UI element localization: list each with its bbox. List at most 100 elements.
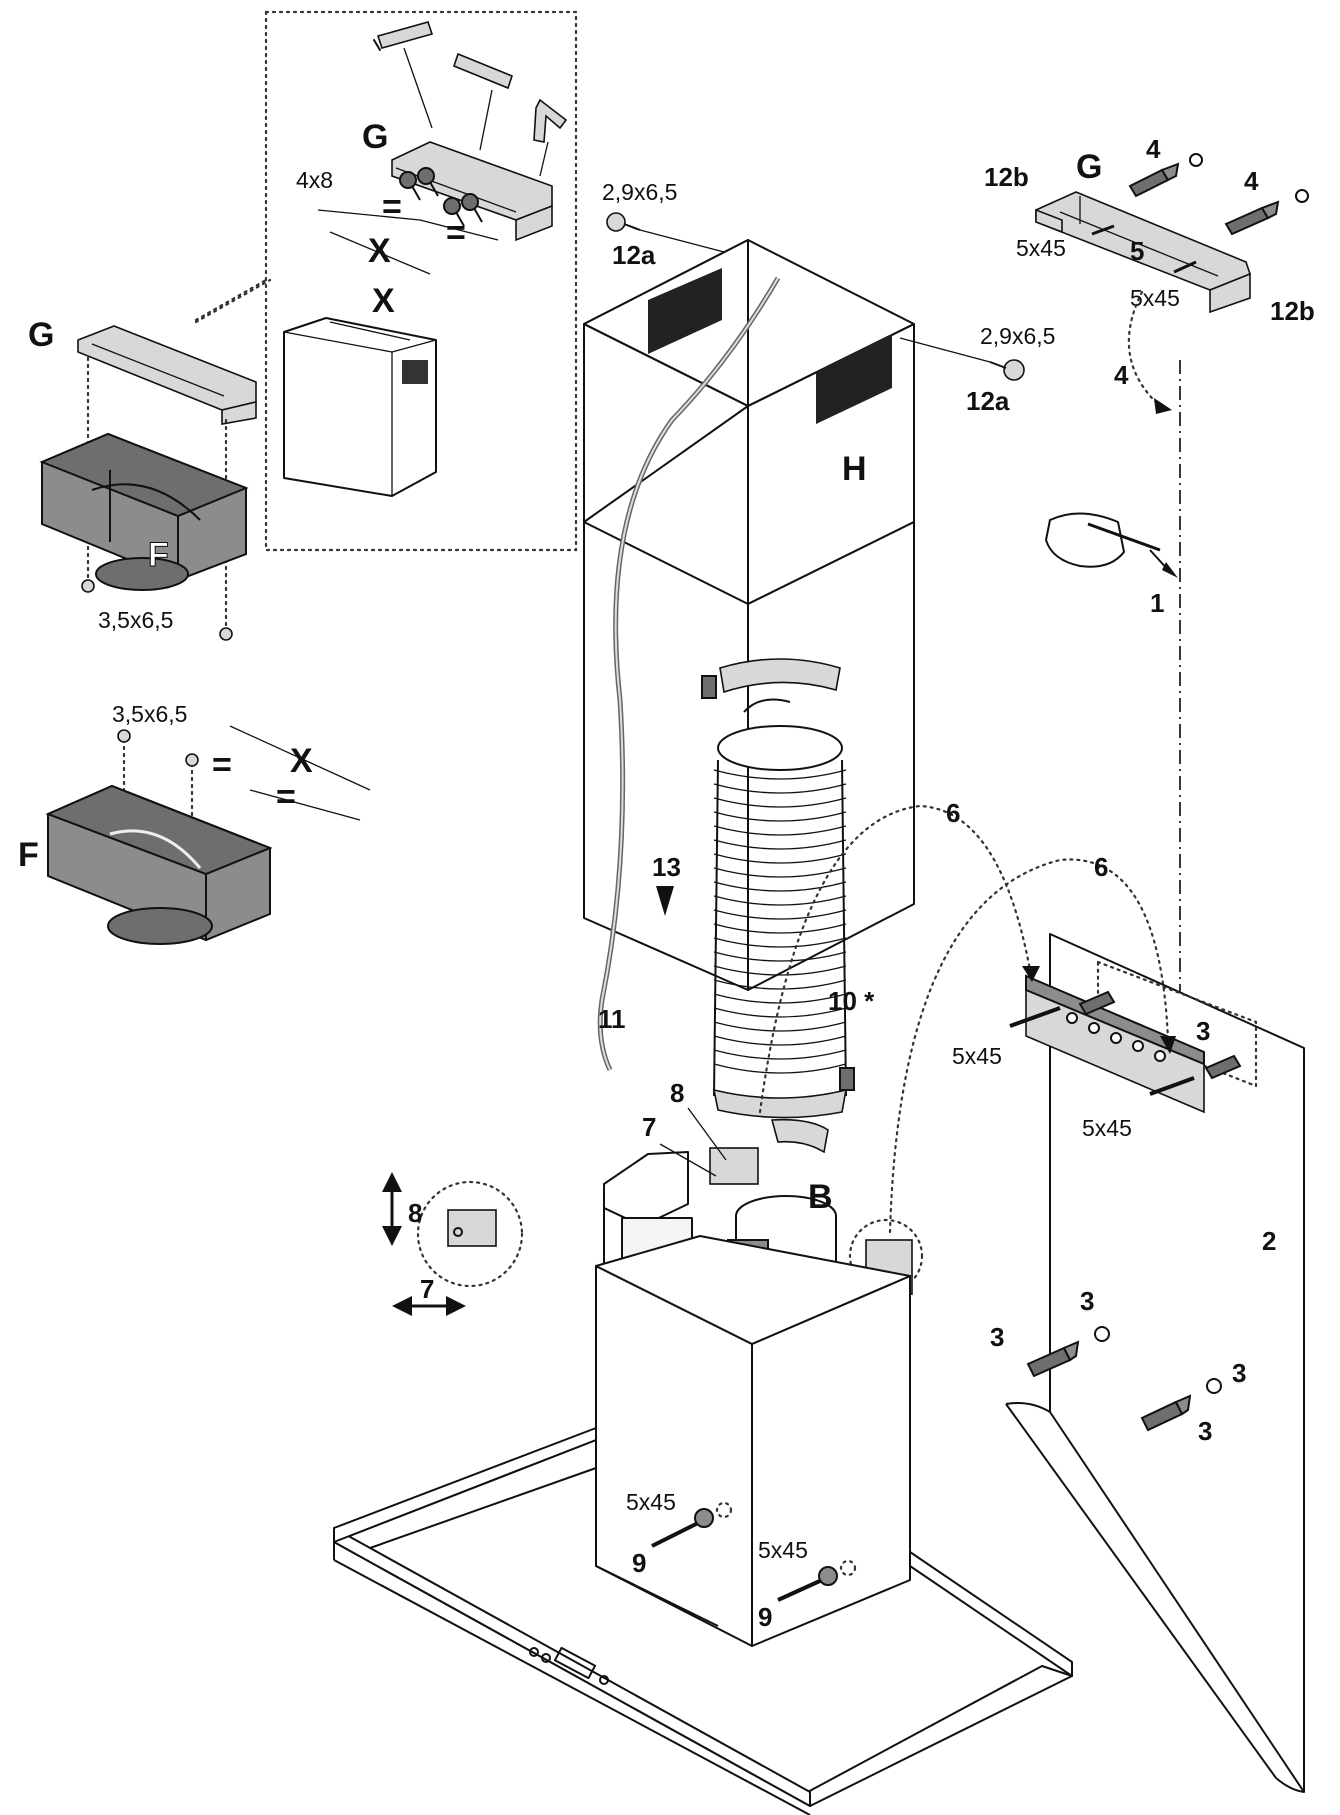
- screw-icon: [399, 167, 483, 227]
- dim-3,5x6,5: 3,5x6,5: [98, 607, 173, 633]
- wall-bracket: 5x45 5x45 3: [952, 974, 1242, 1141]
- dim-5x45: 5x45: [952, 1043, 1002, 1069]
- label-G: G: [362, 118, 388, 156]
- duct-rib: [713, 895, 847, 906]
- dim-2,9x6,5: 2,9x6,5: [602, 179, 677, 205]
- hood-body: 5x45 9 5x45 9: [595, 1235, 911, 1647]
- duct-rib: [713, 1063, 847, 1074]
- label-1: 1: [1150, 588, 1164, 618]
- chimney-cover-small: X: [283, 282, 437, 497]
- screw-12a-left: 2,9x6,5 12a: [602, 179, 725, 270]
- label-X: X: [368, 232, 391, 270]
- label-G: G: [1076, 148, 1102, 186]
- wall-plug-icon: [1078, 990, 1242, 1080]
- bolt-icon: [651, 1501, 857, 1602]
- vent-grille-icon: [648, 268, 892, 424]
- duct-rib: [713, 979, 847, 990]
- dim-5x45: 5x45: [1016, 235, 1066, 261]
- label-H: H: [842, 450, 867, 488]
- label-3: 3: [990, 1322, 1004, 1352]
- label-4: 4: [1146, 134, 1161, 164]
- label-3: 3: [1196, 1016, 1210, 1046]
- control-panel: [529, 1646, 609, 1685]
- duct-rib: [713, 1007, 847, 1018]
- duct-rib: [713, 1021, 847, 1032]
- vent-grille-icon: [402, 360, 428, 384]
- wall-plugs-lower: 3 3 3 3: [990, 1286, 1246, 1446]
- dim-5x45: 5x45: [1130, 285, 1180, 311]
- label-4: 4: [1244, 166, 1259, 196]
- screw-icon: [81, 579, 233, 641]
- bracket-holes: [1066, 1012, 1166, 1062]
- dim-4x8: 4x8: [296, 167, 333, 193]
- vertical-adjust-arrow-icon: [382, 1172, 402, 1246]
- label-B: B: [808, 1178, 833, 1216]
- label-8: 8: [670, 1078, 684, 1108]
- duct-rib: [713, 797, 847, 808]
- duct-rib: [713, 825, 847, 836]
- label-12b: 12b: [1270, 296, 1315, 326]
- equal-sign: =: [382, 188, 402, 226]
- label-10: 10 *: [828, 986, 875, 1016]
- duct-rib: [713, 993, 847, 1004]
- duct-outline: [713, 759, 847, 1097]
- wall-panel-2: 2: [1005, 933, 1305, 1793]
- air-diverter-F-top: F 3,5x6,5: [39, 432, 249, 641]
- label-12a: 12a: [966, 386, 1010, 416]
- label-X: X: [290, 742, 313, 780]
- label-6: 6: [946, 798, 960, 828]
- motor-bracket-detail: 8 7: [382, 1172, 524, 1316]
- power-cable-11: 11: [597, 276, 781, 1072]
- duct-rib: [713, 853, 847, 864]
- horizontal-adjust-arrow-icon: [392, 1296, 466, 1316]
- wall-mark-line: 1: [1045, 360, 1181, 1050]
- equal-sign: =: [446, 214, 466, 252]
- duct-rib: [713, 1035, 847, 1046]
- duct-rib: [713, 1049, 847, 1060]
- flexible-duct-10: 10 *: [701, 658, 875, 1154]
- label-F: F: [148, 536, 169, 574]
- dim-5x45: 5x45: [1082, 1115, 1132, 1141]
- equal-sign: =: [212, 746, 232, 784]
- label-11: 11: [598, 1004, 626, 1034]
- duct-rib: [713, 965, 847, 976]
- duct-rib: [713, 937, 847, 948]
- air-diverter-F-left: 3,5x6,5 = = X F: [18, 701, 371, 945]
- label-12a: 12a: [612, 240, 656, 270]
- label-13: 13: [652, 852, 681, 882]
- label-3: 3: [1198, 1416, 1212, 1446]
- bracket-G-right: G 12b 12b 4 4 5x45 5 5x45 4: [984, 134, 1315, 414]
- label-G: G: [28, 316, 54, 354]
- label-5: 5: [1130, 236, 1144, 266]
- duct-rib: [713, 881, 847, 892]
- label-4: 4: [1114, 360, 1129, 390]
- label-9: 9: [758, 1602, 772, 1632]
- duct-rib: [713, 769, 847, 780]
- label-3: 3: [1232, 1358, 1246, 1388]
- wall-plug-icon: [1026, 1340, 1192, 1432]
- duct-rib: [713, 839, 847, 850]
- screw-icon: [1091, 224, 1197, 274]
- dim-3,5x6,5: 3,5x6,5: [112, 701, 187, 727]
- chimney-upper-H: H: [583, 239, 915, 605]
- duct-rib: [713, 923, 847, 934]
- dim-5x45: 5x45: [626, 1489, 676, 1515]
- duct-ribs: [713, 759, 847, 1097]
- detail-box: [194, 10, 578, 552]
- label-6: 6: [1094, 852, 1108, 882]
- label-2: 2: [1262, 1226, 1276, 1256]
- canopy-tray: [333, 1427, 1073, 1815]
- dim-5x45: 5x45: [758, 1537, 808, 1563]
- duct-rib: [713, 909, 847, 920]
- spare-brackets: [373, 21, 568, 177]
- duct-rib: [713, 811, 847, 822]
- label-3: 3: [1080, 1286, 1094, 1316]
- label-7: 7: [642, 1112, 656, 1142]
- label-12b: 12b: [984, 162, 1029, 192]
- screw-12a-right: 2,9x6,5 12a: [899, 323, 1055, 416]
- label-9: 9: [632, 1548, 646, 1578]
- label-F: F: [18, 836, 39, 874]
- label-X: X: [372, 282, 395, 320]
- wall-plug-icon: [1128, 153, 1309, 236]
